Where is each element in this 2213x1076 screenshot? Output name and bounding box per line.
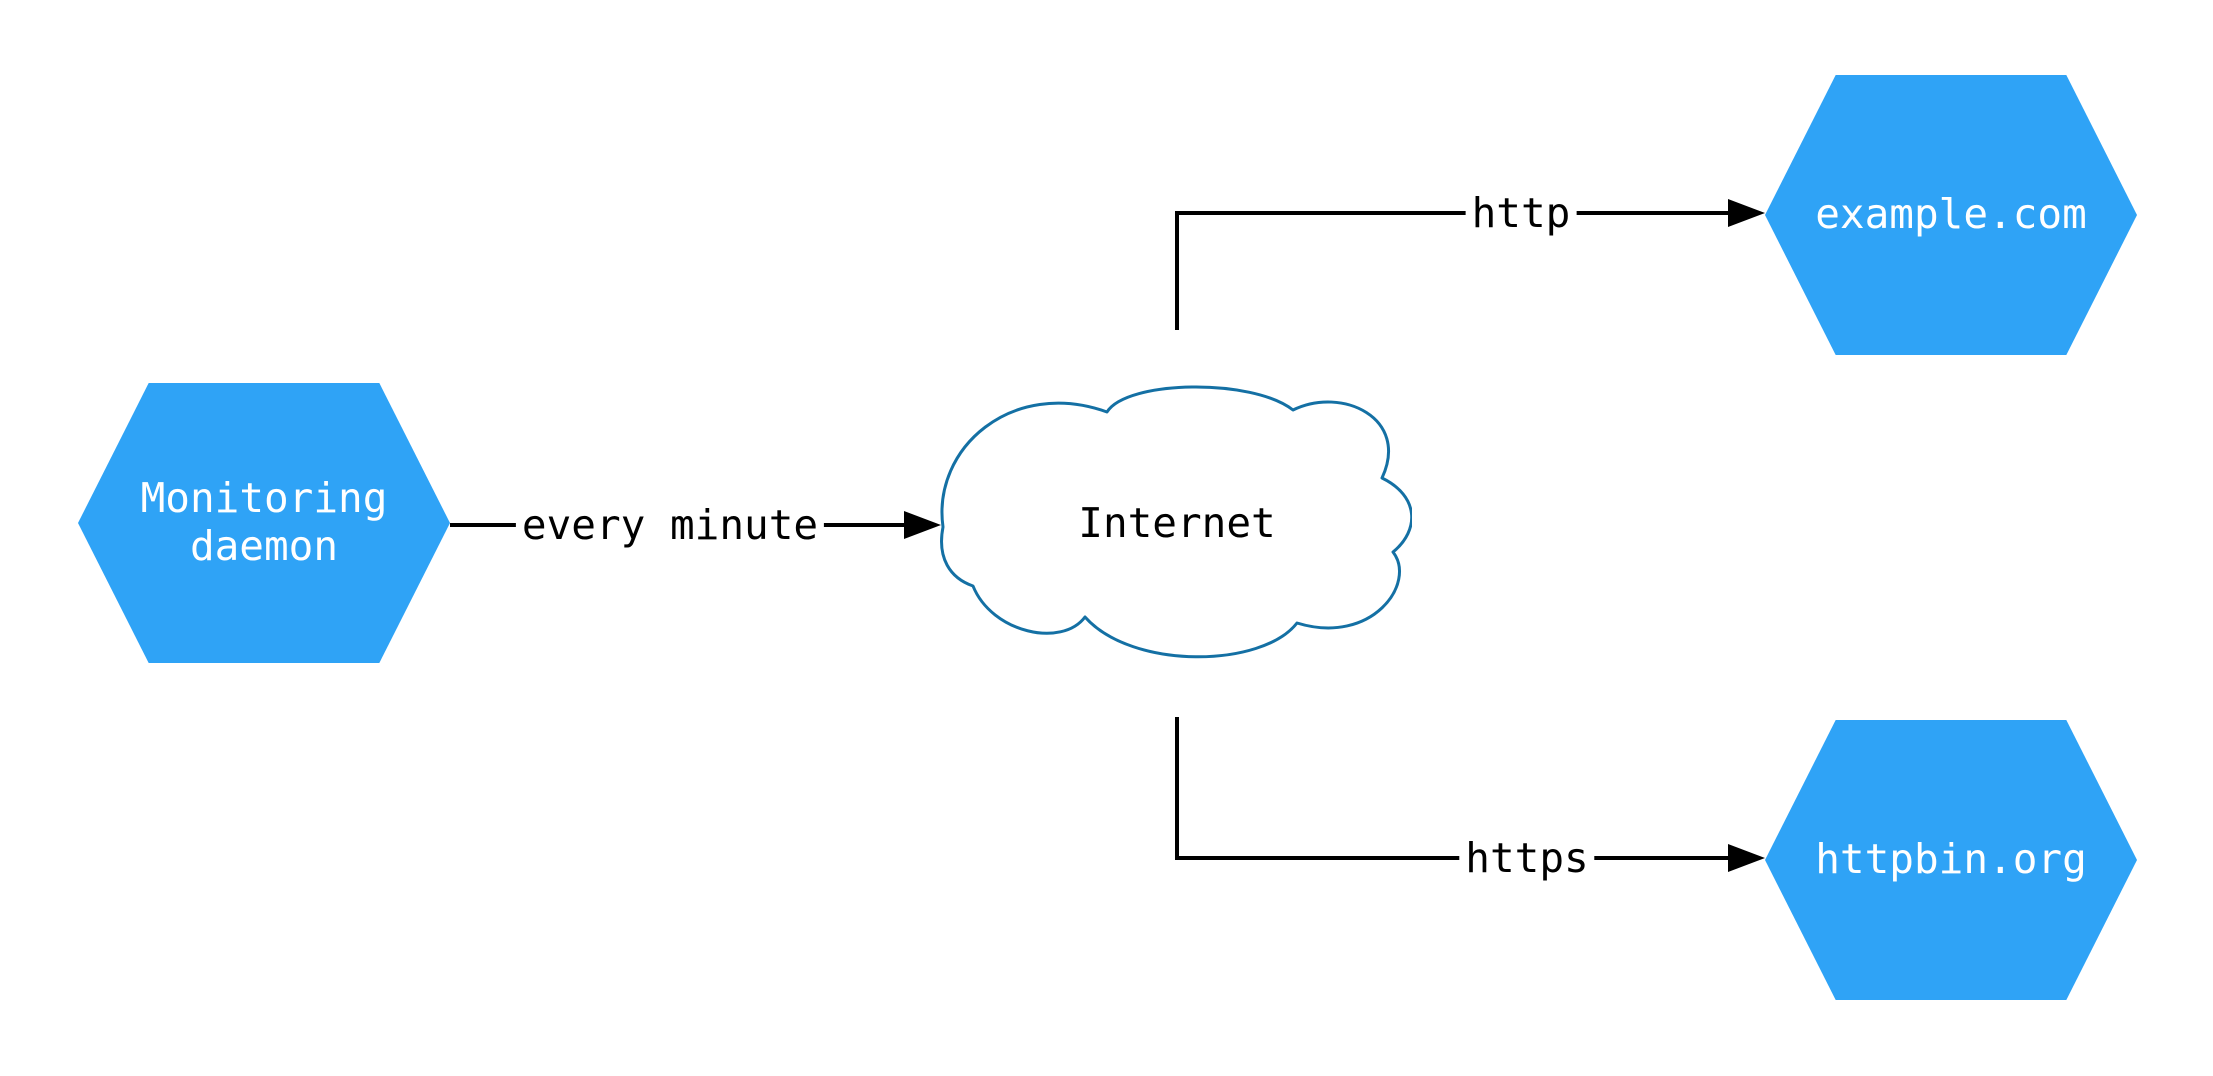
edge-https-horizontal-line: [1175, 856, 1729, 860]
arrow-head-icon: [904, 511, 941, 539]
node-monitoring-daemon-label: Monitoring daemon: [140, 474, 388, 570]
node-httpbin-org-label: httpbin.org: [1815, 835, 2087, 884]
node-httpbin-org: httpbin.org: [1765, 720, 2137, 1000]
internet-cloud-icon: [940, 385, 1412, 659]
arrow-head-icon: [1728, 844, 1765, 872]
edge-http-horizontal-line: [1175, 211, 1729, 215]
node-monitoring-daemon: Monitoring daemon: [78, 383, 450, 663]
arrow-head-icon: [1728, 199, 1765, 227]
node-example-com-label: example.com: [1815, 190, 2087, 239]
edge-http-vertical-line: [1175, 211, 1179, 330]
node-internet-label: Internet: [1078, 499, 1276, 547]
edge-http-label: http: [1465, 189, 1577, 237]
edge-every-minute-label: every minute: [515, 501, 825, 549]
node-example-com: example.com: [1765, 75, 2137, 355]
edge-https-label: https: [1459, 834, 1595, 882]
edge-https-vertical-line: [1175, 717, 1179, 860]
